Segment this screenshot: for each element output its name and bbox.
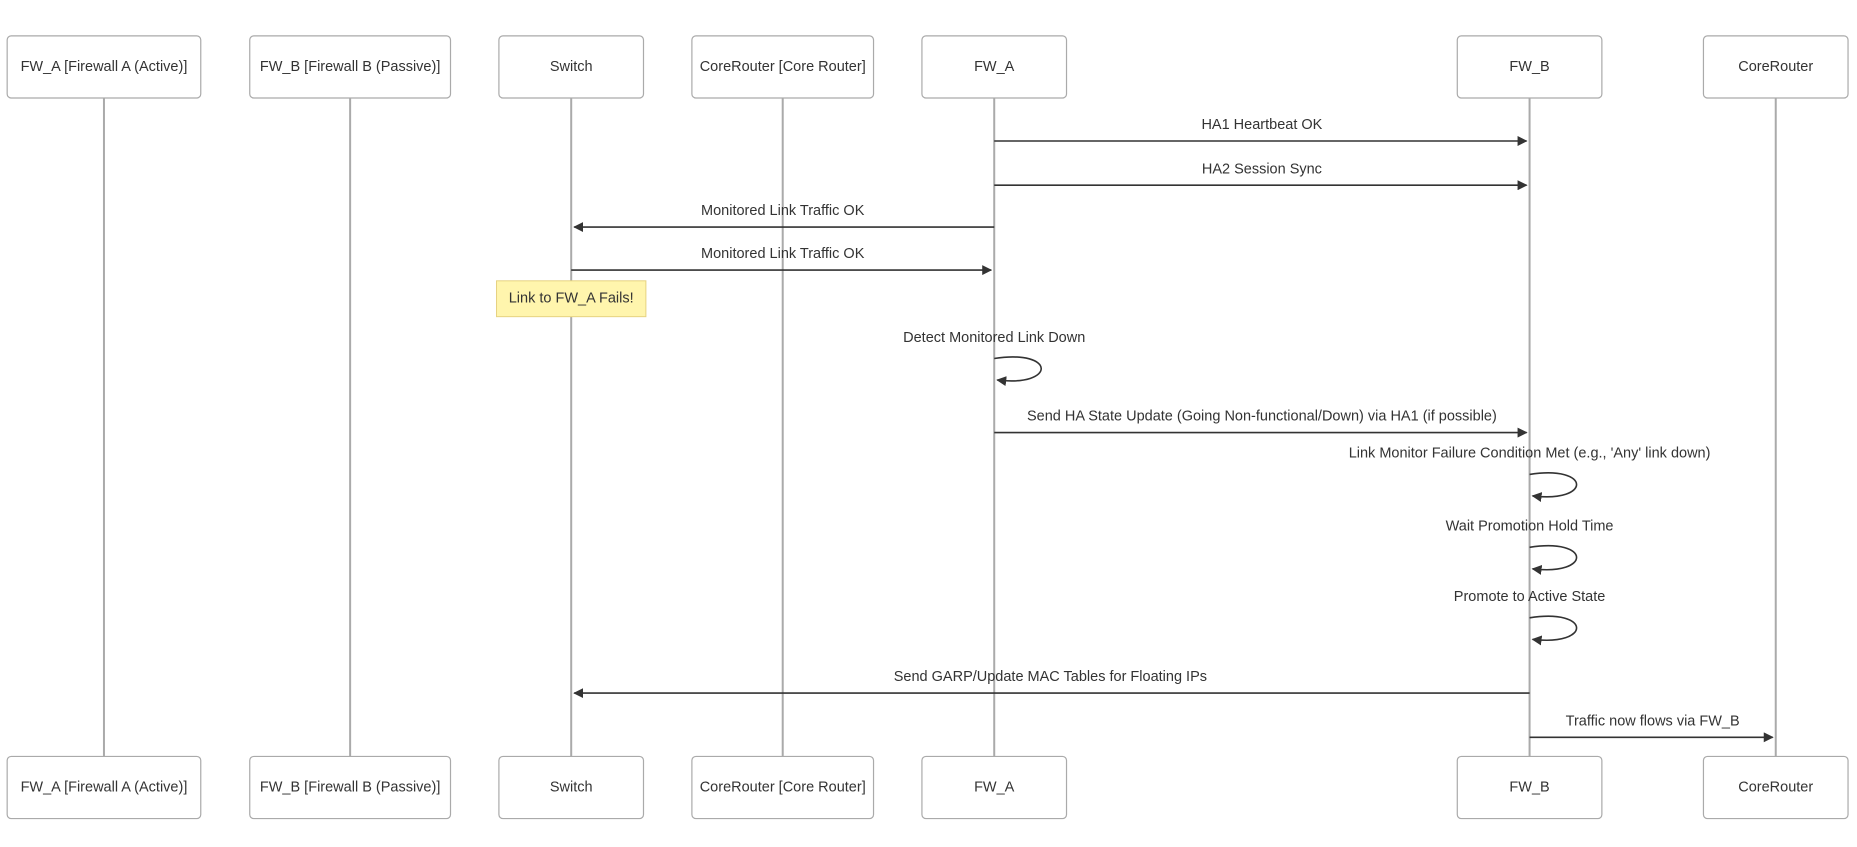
actor-bottom-cr: CoreRouter [1702, 755, 1849, 820]
actor-bottom-fwb1: FW_B [Firewall B (Passive)] [249, 755, 452, 820]
message-text: HA2 Session Sync [1202, 161, 1322, 177]
actor-top-fwa: FW_A [921, 35, 1068, 99]
self-arrow [1529, 545, 1578, 575]
actor-box [498, 755, 645, 820]
actor-bottom-sw: Switch [498, 755, 645, 820]
lifelines [102, 97, 1777, 757]
messages: HA1 Heartbeat OK HA2 Session SyncMonitore… [496, 117, 1774, 743]
actor-box [249, 755, 452, 820]
actor-top-fwa1: FW_A [Firewall A (Active)] [6, 35, 202, 99]
actors-bottom: FW_A [Firewall A (Active)] FW_B [Firewall… [6, 755, 1849, 820]
actor-box [921, 755, 1068, 820]
actor-top-cr: CoreRouter [1702, 35, 1849, 99]
actor-box [1702, 35, 1849, 99]
message-text: Monitored Link Traffic OK [701, 203, 865, 219]
message-10: Promote to Active State [1454, 589, 1606, 646]
actor-box [921, 35, 1068, 99]
actor-box [249, 35, 452, 99]
message-8: Link Monitor Failure Condition Met (e.g.… [1349, 446, 1711, 502]
message-7: Send HA State Update (Going Non-function… [994, 409, 1528, 438]
message-text: Promote to Active State [1454, 589, 1606, 605]
message-2: HA2 Session Sync [994, 161, 1528, 191]
actor-label: Switch [550, 59, 593, 75]
message-text: Send HA State Update (Going Non-function… [1027, 409, 1497, 425]
actor-box [498, 35, 645, 99]
self-arrow [1529, 472, 1578, 502]
actor-top-sw: Switch [498, 35, 645, 99]
message-text: Link Monitor Failure Condition Met (e.g.… [1349, 446, 1711, 462]
actor-bottom-cr1: CoreRouter [Core Router] [691, 755, 875, 820]
message-12: Traffic now flows via FW_B [1529, 713, 1774, 743]
actor-top-fwb: FW_B [1456, 35, 1603, 99]
actor-label: FW_A [Firewall A (Active)] [21, 59, 188, 75]
actor-box [1702, 755, 1849, 820]
actor-label: FW_B [Firewall B (Passive)] [260, 779, 440, 795]
actor-label: CoreRouter [1738, 59, 1813, 75]
actor-label: Switch [550, 779, 593, 795]
actor-box [1456, 755, 1603, 820]
self-arrow [994, 356, 1042, 387]
message-4: Monitored Link Traffic OK [571, 246, 993, 276]
actor-top-fwb1: FW_B [Firewall B (Passive)] [249, 35, 452, 99]
actor-bottom-fwa1: FW_A [Firewall A (Active)] [6, 755, 202, 820]
message-text: Detect Monitored Link Down [903, 330, 1085, 346]
note: Link to FW_A Fails! [496, 280, 647, 318]
actor-box [6, 755, 202, 820]
message-11: Send GARP/Update MAC Tables for Floating… [573, 669, 1530, 699]
actor-label: CoreRouter [1738, 779, 1813, 795]
actor-label: CoreRouter [Core Router] [700, 779, 866, 795]
actors-top: FW_A [Firewall A (Active)] FW_B [Firewall… [6, 35, 1849, 99]
actor-label: FW_A [974, 779, 1015, 795]
actor-label: FW_A [974, 59, 1015, 75]
self-arrow [1529, 615, 1578, 646]
actor-label: CoreRouter [Core Router] [700, 59, 866, 75]
actor-label: FW_B [1509, 779, 1549, 795]
message-text: Monitored Link Traffic OK [701, 246, 865, 262]
message-9: Wait Promotion Hold Time [1446, 519, 1614, 575]
actor-box [6, 35, 202, 99]
note-text: Link to FW_A Fails! [509, 291, 634, 307]
actor-box [691, 755, 875, 820]
actor-box [691, 35, 875, 99]
actor-box [1456, 35, 1603, 99]
message-6: Detect Monitored Link Down [903, 330, 1085, 387]
actor-label: FW_B [1509, 59, 1549, 75]
actor-label: FW_A [Firewall A (Active)] [21, 779, 188, 795]
message-3: Monitored Link Traffic OK [573, 203, 995, 233]
message-text: Wait Promotion Hold Time [1446, 519, 1614, 535]
note-box [496, 280, 647, 318]
actor-bottom-fwb: FW_B [1456, 755, 1603, 820]
actor-top-cr1: CoreRouter [Core Router] [691, 35, 875, 99]
message-text: HA1 Heartbeat OK [1201, 117, 1322, 133]
message-1: HA1 Heartbeat OK [994, 117, 1528, 147]
message-text: Traffic now flows via FW_B [1566, 713, 1740, 729]
message-text: Send GARP/Update MAC Tables for Floating… [894, 669, 1207, 685]
actor-bottom-fwa: FW_A [921, 755, 1068, 820]
actor-label: FW_B [Firewall B (Passive)] [260, 59, 440, 75]
